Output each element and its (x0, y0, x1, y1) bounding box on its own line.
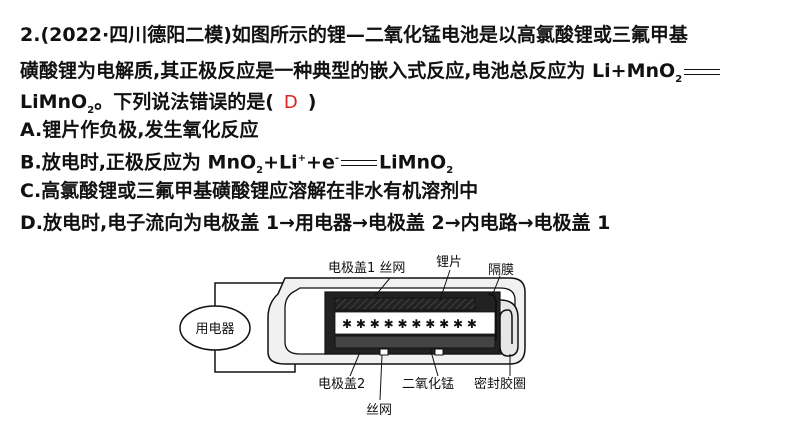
option-c: C.高氯酸锂或三氟甲基磺酸锂应溶解在非水有机溶剂中 (20, 180, 479, 202)
leader-cap2 (349, 351, 361, 377)
lithium-sheet (334, 297, 476, 311)
mesh-contact-2 (434, 348, 444, 356)
leader-mno2 (429, 347, 439, 377)
label-mesh: 丝网 (366, 403, 392, 418)
option-b: B.放电时,正极反应为 MnO2+Li++e-LiMnO2 (20, 146, 453, 184)
label-separator: 隔膜 (488, 263, 514, 278)
answer-mark: D (283, 92, 298, 113)
subscript-2: 2 (446, 165, 454, 177)
label-mno2: 二氧化锰 (402, 377, 454, 392)
superscript-plus: + (297, 153, 307, 164)
question-stem-line-1: 2.(2022·四川德阳二模)如图所示的锂—二氧化锰电池是以高氯酸锂或三氟甲基 (20, 22, 688, 48)
wire-top (214, 282, 297, 306)
question-number: 2. (20, 24, 41, 46)
separator (487, 293, 497, 340)
mno2-layer (334, 335, 496, 349)
subscript-2: 2 (87, 104, 95, 116)
electrolyte-marks: ✱ ✱ ✱ ✱ ✱ ✱ ✱ ✱ ✱ ✱ (342, 317, 477, 331)
subscript-2: 2 (256, 165, 264, 177)
leader-lithium (439, 269, 451, 301)
appliance-ellipse (179, 305, 251, 351)
question-stem-text-3: 。下列说法错误的是( (94, 91, 274, 113)
leader-mesh (379, 354, 383, 401)
leader-separator (491, 275, 501, 297)
label-cap1-mesh: 电极盖1 丝网 (328, 261, 405, 276)
battery-diagram: 用电器 ✱ ✱ ✱ ✱ ✱ ✱ ✱ ✱ ✱ ✱ 电极盖1 丝网 锂片 (179, 255, 526, 418)
question-stem-text-1: 如图所示的锂—二氧化锰电池是以高氯酸锂或三氟甲基 (231, 24, 688, 46)
question-stem-text-2: 磺酸锂为电解质,其正极反应是一种典型的嵌入式反应,电池总反应为 Li+MnO (20, 60, 676, 82)
option-a: A.锂片作负极,发生氧化反应 (20, 119, 259, 141)
label-seal: 密封胶圈 (474, 376, 526, 392)
leader-cap1 (374, 277, 391, 297)
mesh-contact-1 (379, 348, 389, 356)
superscript-minus: - (334, 153, 339, 164)
option-b-electron: +e (306, 151, 335, 174)
appliance-label: 用电器 (195, 322, 234, 337)
label-lithium: 锂片 (436, 255, 462, 270)
equals-sign (684, 68, 721, 75)
label-cap2: 电极盖2 (318, 377, 365, 392)
option-b-li: +Li (263, 151, 298, 174)
option-b-prefix: B.放电时,正极反应为 MnO (20, 151, 257, 174)
option-d: D.放电时,电子流向为电极盖 1→用电器→电极盖 2→内电路→电极盖 1 (20, 212, 611, 234)
question-stem-line-3: LiMnO2。下列说法错误的是( D) (20, 89, 316, 124)
question-stem-line-2: 磺酸锂为电解质,其正极反应是一种典型的嵌入式反应,电池总反应为 Li+MnO2 (20, 58, 722, 93)
option-b-product: LiMnO (379, 151, 447, 174)
product-formula: LiMnO (20, 91, 88, 113)
subscript-2: 2 (675, 73, 683, 85)
svg-text:✱ ✱ ✱ ✱ ✱ ✱ ✱ ✱ ✱ ✱: ✱ ✱ ✱ ✱ ✱ ✱ ✱ ✱ ✱ ✱ (342, 317, 477, 331)
seal-ring (499, 299, 519, 357)
equals-sign (341, 159, 377, 166)
close-paren: ) (307, 91, 317, 113)
question-source: (2022·四川德阳二模) (40, 24, 232, 46)
